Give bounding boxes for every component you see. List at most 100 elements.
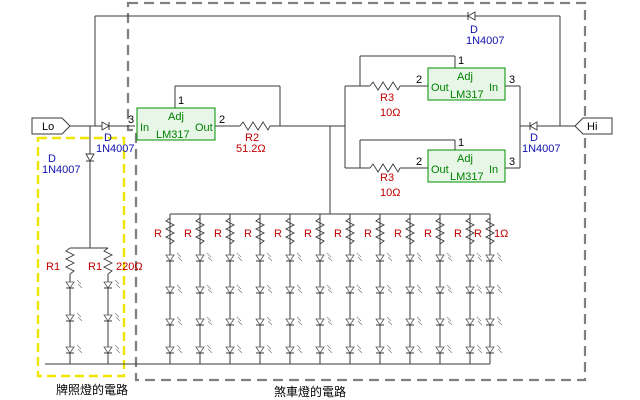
led-icon — [195, 344, 213, 354]
resistor-r1-left-name: R1 — [46, 261, 60, 273]
led-icon — [255, 344, 273, 354]
reg1-out: Out — [195, 122, 213, 134]
led-icon — [103, 279, 121, 289]
led-icon — [65, 344, 83, 354]
reg2-pin-adj: 1 — [458, 55, 464, 67]
reg2-out: Out — [431, 82, 449, 94]
led-icon — [485, 316, 503, 326]
led-resistor-name: R — [214, 228, 222, 240]
reg3-out: Out — [431, 164, 449, 176]
led-string: R — [214, 214, 243, 364]
led-resistor-last-value: 1Ω — [494, 228, 508, 240]
license-plate-caption: 牌照燈的電路 — [56, 382, 128, 397]
led-icon — [285, 252, 303, 262]
terminal-lo: Lo — [31, 117, 71, 135]
led-icon — [165, 284, 183, 294]
led-string: R — [334, 214, 363, 364]
led-icon — [315, 344, 333, 354]
plate-led-string — [65, 274, 83, 364]
led-icon — [315, 252, 333, 262]
led-icon — [345, 316, 363, 326]
led-icon — [435, 252, 453, 262]
diode-lo-part: 1N4007 — [96, 143, 135, 155]
regulator-1: Adj In Out LM317 3 1 2 — [128, 95, 225, 141]
reg2-pin-in: 3 — [509, 74, 515, 86]
reg2-pin-out: 2 — [416, 74, 422, 86]
led-icon — [405, 316, 423, 326]
plate-circuit-region — [36, 136, 126, 378]
led-icon — [285, 284, 303, 294]
diode-plate-symbol: D — [48, 153, 56, 165]
brake-circuit-region — [126, 1, 587, 382]
reg1-pin-in: 3 — [128, 114, 134, 126]
led-icon — [65, 312, 83, 322]
diode-top-part: 1N4007 — [466, 35, 505, 47]
led-icon — [375, 284, 393, 294]
diode-lo: D 1N4007 — [96, 121, 135, 155]
resistor-r1-left: R1 — [46, 247, 76, 275]
resistor-r3-top: R3 10Ω — [369, 81, 400, 119]
diode-hi: D 1N4007 — [522, 121, 561, 155]
led-icon — [225, 284, 243, 294]
led-icon — [375, 252, 393, 262]
led-icon — [165, 344, 183, 354]
diode-hi-part: 1N4007 — [522, 143, 561, 155]
led-icon — [225, 344, 243, 354]
reg1-in: In — [140, 122, 149, 134]
led-resistor-name: R — [424, 228, 432, 240]
led-resistor-name: R — [394, 228, 402, 240]
resistor-r1-right: R1 220Ω — [88, 247, 143, 275]
terminal-hi: Hi — [574, 117, 613, 135]
reg3-in: In — [489, 164, 498, 176]
resistor-r1-right-name: R1 — [88, 261, 102, 273]
resistor-r2: R2 51.2Ω — [236, 121, 271, 155]
led-string: R — [244, 214, 273, 364]
led-icon — [255, 284, 273, 294]
led-string: R — [184, 214, 213, 364]
led-icon — [195, 252, 213, 262]
led-icon — [405, 284, 423, 294]
reg3-pin-adj: 1 — [458, 137, 464, 149]
led-resistor-name: R — [304, 228, 312, 240]
led-icon — [465, 316, 483, 326]
led-resistor-name: R — [244, 228, 252, 240]
led-icon — [375, 316, 393, 326]
diode-lo-symbol: D — [104, 132, 112, 144]
terminal-lo-label: Lo — [42, 121, 54, 133]
led-resistor-name: R — [474, 228, 482, 240]
led-icon — [315, 316, 333, 326]
diode-top: D 1N4007 — [466, 11, 505, 47]
reg3-adj: Adj — [457, 153, 473, 165]
led-icon — [315, 284, 333, 294]
diode-top-symbol: D — [470, 24, 478, 36]
resistor-r3-top-value: 10Ω — [380, 107, 400, 119]
led-string: R — [304, 214, 333, 364]
led-icon — [435, 284, 453, 294]
led-icon — [345, 344, 363, 354]
reg1-adj: Adj — [168, 111, 184, 123]
led-resistor-name: R — [364, 228, 372, 240]
led-icon — [485, 284, 503, 294]
plate-led-string — [103, 274, 121, 364]
led-icon — [285, 316, 303, 326]
led-string: R — [364, 214, 393, 364]
diode-plate-part: 1N4007 — [42, 164, 81, 176]
led-resistor-name: R — [454, 228, 462, 240]
led-icon — [165, 252, 183, 262]
terminal-hi-label: Hi — [587, 121, 597, 133]
led-icon — [485, 252, 503, 262]
led-icon — [375, 344, 393, 354]
resistor-r3-bottom: R3 10Ω — [369, 163, 400, 199]
led-icon — [345, 252, 363, 262]
diode-hi-symbol: D — [530, 132, 538, 144]
resistor-r2-value: 51.2Ω — [236, 143, 266, 155]
led-icon — [225, 252, 243, 262]
led-icon — [103, 312, 121, 322]
reg1-pin-out: 2 — [219, 114, 225, 126]
led-string: R — [394, 214, 423, 364]
led-resistor-name: R — [154, 228, 162, 240]
led-icon — [485, 344, 503, 354]
led-icon — [465, 344, 483, 354]
